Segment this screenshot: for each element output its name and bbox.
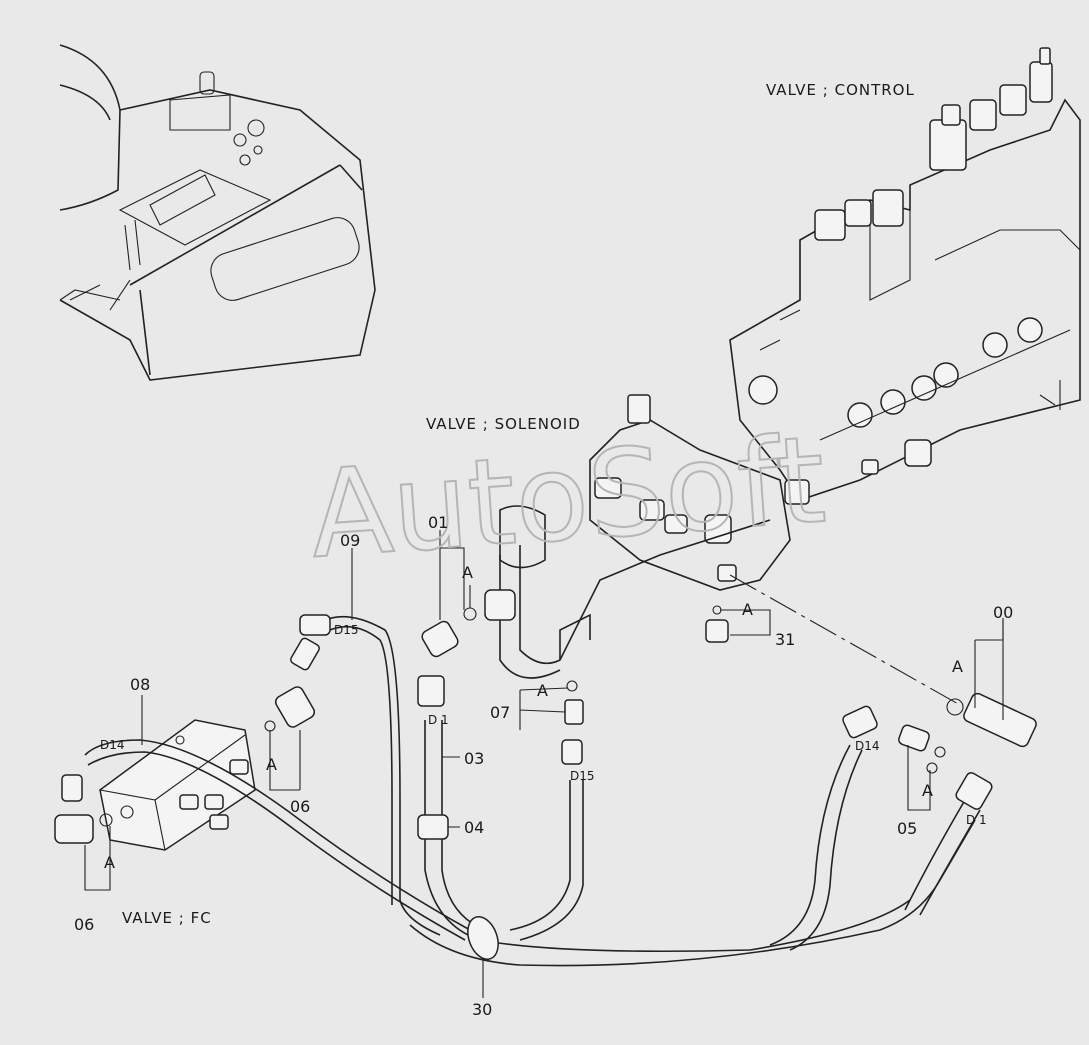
ref-letter-a-06-left: A bbox=[104, 853, 115, 872]
machine-overview bbox=[59, 44, 376, 381]
part-number-05: 05 bbox=[897, 819, 917, 838]
hose-tag-d14-left: D14 bbox=[100, 738, 125, 752]
hose-tag-d1-left: D 1 bbox=[428, 713, 449, 727]
fittings bbox=[54, 589, 1037, 844]
hose-tag-d14-right: D14 bbox=[855, 739, 880, 753]
part-number-01: 01 bbox=[428, 513, 448, 532]
part-number-04: 04 bbox=[464, 818, 484, 837]
label-valve-control: VALVE ; CONTROL bbox=[766, 81, 915, 99]
hose-tag-d15-right: D15 bbox=[570, 769, 595, 783]
label-valve-solenoid: VALVE ; SOLENOID bbox=[426, 415, 581, 433]
part-number-30: 30 bbox=[472, 1000, 492, 1019]
part-number-07: 07 bbox=[490, 703, 510, 722]
ref-letter-a-31: A bbox=[742, 600, 753, 619]
ref-letter-a-06-center: A bbox=[266, 755, 277, 774]
ref-letter-a-00: A bbox=[952, 657, 963, 676]
part-number-00: 00 bbox=[993, 603, 1013, 622]
hose-tag-d1-right: D 1 bbox=[966, 813, 987, 827]
label-valve-fc: VALVE ; FC bbox=[122, 909, 212, 927]
ref-letter-a-05: A bbox=[922, 781, 933, 800]
part-number-31: 31 bbox=[775, 630, 795, 649]
solenoid-valve-illustration bbox=[499, 394, 810, 679]
part-number-08: 08 bbox=[130, 675, 150, 694]
control-valve-illustration bbox=[729, 47, 1081, 501]
part-number-06-left: 06 bbox=[74, 915, 94, 934]
hose-lines bbox=[84, 615, 981, 967]
ref-letter-a-01: A bbox=[462, 563, 473, 582]
part-number-03: 03 bbox=[464, 749, 484, 768]
ref-letter-a-07: A bbox=[537, 681, 548, 700]
hose-tag-d15-left: D15 bbox=[334, 623, 359, 637]
part-number-09: 09 bbox=[340, 531, 360, 550]
leader-lines bbox=[84, 530, 1004, 998]
watermark-text: AutoSoft bbox=[306, 411, 830, 586]
part-number-06-center: 06 bbox=[290, 797, 310, 816]
